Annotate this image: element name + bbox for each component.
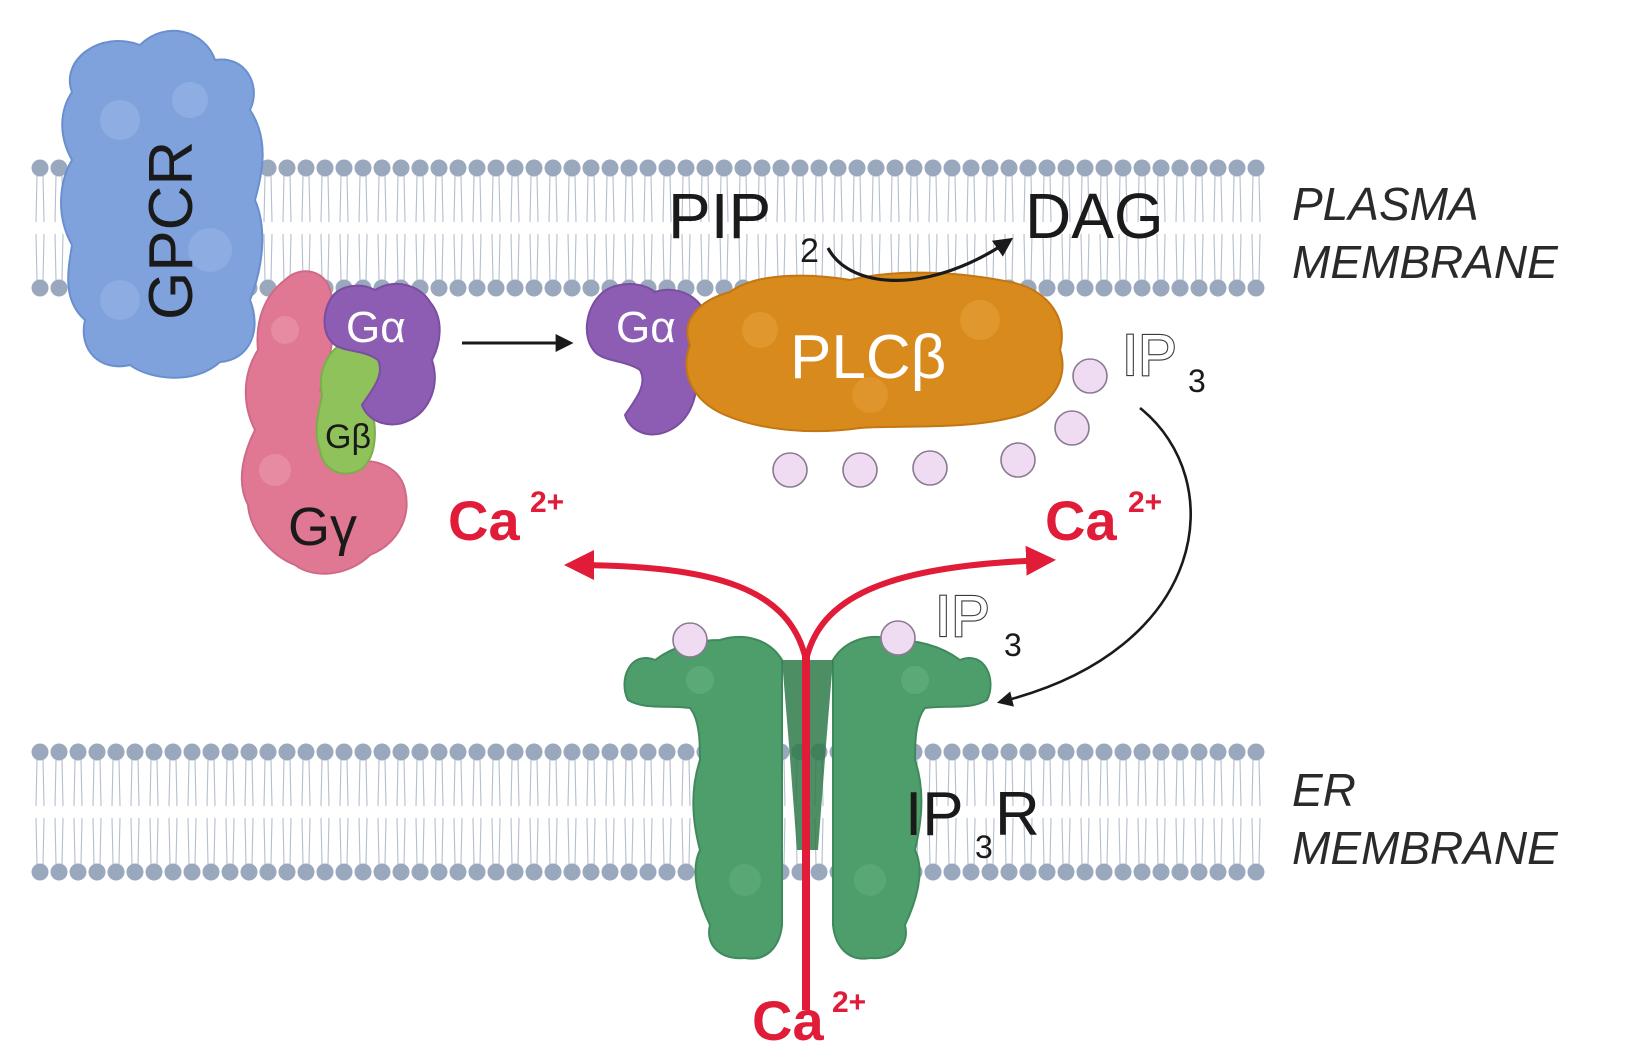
calcium-left-arrow xyxy=(564,550,809,661)
ca-bottom-sup: 2+ xyxy=(832,986,866,1019)
ip3-mid-sub: 3 xyxy=(1004,627,1022,663)
ip3-mid-label: IP 3 xyxy=(934,583,1022,663)
pip2-main: PIP xyxy=(668,180,771,252)
ca-left-main: Ca xyxy=(448,489,520,552)
ip3-bound-left xyxy=(672,622,708,658)
ca-bottom-label: Ca 2+ xyxy=(752,986,866,1052)
g-alpha-right-label: Gα xyxy=(616,303,676,352)
g-gamma-label: Gγ xyxy=(288,497,357,557)
dag-label: DAG xyxy=(1025,180,1164,252)
ip3-molecule xyxy=(772,452,808,488)
ip3-molecules xyxy=(772,358,1108,488)
ca-left-label: Ca 2+ xyxy=(448,486,564,552)
ca-right-label: Ca 2+ xyxy=(1045,486,1162,552)
ca-left-sup: 2+ xyxy=(530,486,564,519)
ip3-top-label: IP 3 xyxy=(1121,322,1206,399)
ip3-molecule xyxy=(912,450,948,486)
gpcr-receptor: GPCR xyxy=(60,29,264,379)
ip3r-label: IP 3 R xyxy=(905,780,1040,865)
ip3-mid-main: IP xyxy=(935,584,990,649)
g-alpha-left-subunit: Gα xyxy=(323,283,441,426)
ip3-molecule xyxy=(842,452,878,488)
ip3-diffusion-arrow xyxy=(996,406,1192,707)
calcium-right-arrow xyxy=(803,545,1056,661)
ca-right-sup: 2+ xyxy=(1128,486,1162,519)
plc-beta-enzyme: PLCβ xyxy=(685,271,1064,433)
ip3-bound-right xyxy=(880,620,916,656)
pip2-label: PIP 2 xyxy=(668,180,819,270)
ip3-top-sub: 3 xyxy=(1188,363,1206,399)
er-membrane-label-line2: MEMBRANE xyxy=(1292,822,1559,874)
pip2-sub: 2 xyxy=(800,232,819,270)
ca-bottom-main: Ca xyxy=(752,989,824,1052)
ca-right-main: Ca xyxy=(1045,489,1117,552)
ip3r-channel xyxy=(623,620,992,960)
g-alpha-left-label: Gα xyxy=(346,303,406,352)
plasma-membrane-label-line2: MEMBRANE xyxy=(1292,236,1559,288)
er-membrane-label-line1: ER xyxy=(1292,764,1356,816)
calcium-flow xyxy=(564,545,1056,1010)
g-beta-subunit: Gβ xyxy=(315,336,390,475)
gpcr-label: GPCR xyxy=(137,141,206,320)
ip3-molecule xyxy=(1054,410,1090,446)
ip3r-end: R xyxy=(995,780,1040,849)
er-membrane xyxy=(31,743,1265,881)
g-beta-label: Gβ xyxy=(325,418,371,456)
ip3-top-main: IP xyxy=(1122,323,1177,388)
ip3-molecule xyxy=(1000,442,1036,478)
plc-beta-label: PLCβ xyxy=(790,323,946,392)
ip3r-sub: 3 xyxy=(975,829,993,865)
ip3r-main: IP xyxy=(905,780,964,849)
ip3-molecule xyxy=(1072,358,1108,394)
plasma-membrane-label-line1: PLASMA xyxy=(1292,178,1479,230)
pip2-to-dag-arrow xyxy=(826,237,1014,282)
g-alpha-right-subunit: Gα xyxy=(585,283,709,436)
